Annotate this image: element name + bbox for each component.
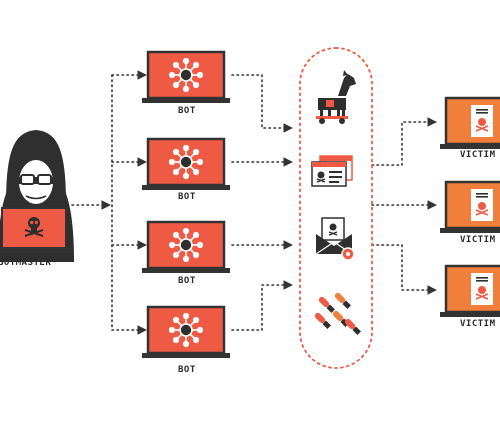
victim-laptop-3 [440, 264, 500, 317]
infected-document-icon [471, 105, 493, 137]
bot-laptop-3 [142, 220, 230, 273]
trojan-horse-icon [316, 70, 356, 124]
connector-attack-victim1 [371, 117, 437, 166]
bot-label-1: BOT [178, 106, 196, 116]
attack-vectors-capsule [299, 47, 373, 369]
botnet-node-icon [168, 227, 204, 263]
botnet-node-icon [168, 57, 204, 93]
connector-lines [71, 70, 437, 335]
victim-label-2: VICTIM [460, 235, 496, 245]
bot-label-4: BOT [178, 365, 196, 375]
botmaster-label: BOTMASTER [0, 258, 52, 268]
bot-label-3: BOT [178, 276, 196, 286]
bot-laptop-1 [142, 50, 230, 103]
botmaster-hooded-hacker-icon [0, 130, 74, 262]
victim-label-1: VICTIM [460, 150, 496, 160]
victim-laptop-1 [440, 96, 500, 149]
malicious-document-icon [311, 155, 353, 187]
skull-icon [24, 217, 44, 237]
botnet-node-icon [168, 312, 204, 348]
botnet-node-icon [168, 144, 204, 180]
connector-attack-victim3 [371, 244, 437, 295]
malware-bug-icon [314, 292, 361, 335]
infected-document-icon [471, 189, 493, 221]
bot-label-2: BOT [178, 192, 196, 202]
infected-document-icon [471, 273, 493, 305]
connector-bot4-attack [231, 280, 293, 331]
bot-laptop-4 [142, 305, 230, 358]
connector-bot1-attack [231, 74, 293, 133]
phishing-email-icon [315, 217, 355, 261]
bot-laptop-2 [142, 137, 230, 190]
victim-label-3: VICTIM [460, 319, 496, 329]
victim-laptop-2 [440, 180, 500, 233]
